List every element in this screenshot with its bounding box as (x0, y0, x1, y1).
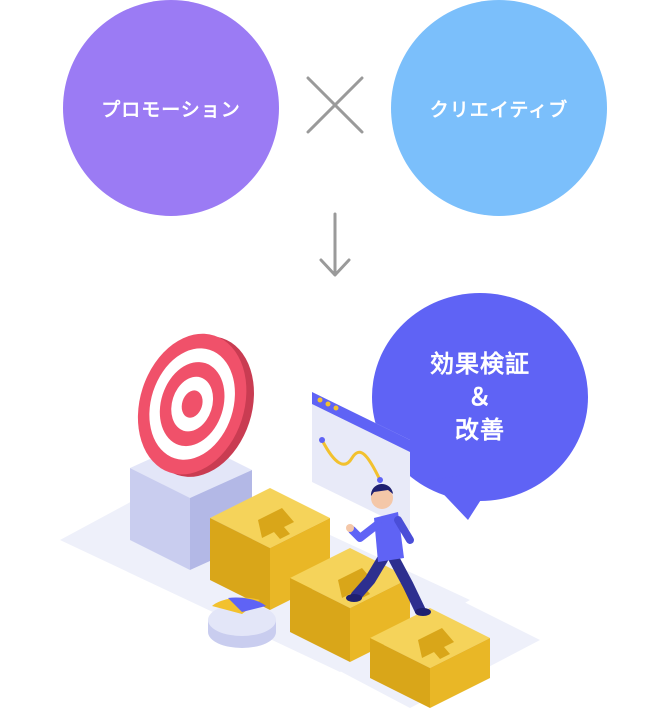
dartboard-target-icon (137, 333, 254, 477)
step-box-1 (210, 488, 330, 610)
climbing-person-icon (346, 483, 431, 616)
creative-circle: クリエイティブ (391, 0, 607, 216)
creative-label: クリエイティブ (429, 98, 569, 121)
pie-chart-icon (208, 597, 276, 648)
bubble-line-2: ＆ (467, 383, 493, 411)
promotion-circle: プロモーション (63, 0, 279, 216)
bubble-text: 効果検証 ＆ 改善 (395, 348, 565, 447)
down-arrow-icon (319, 212, 351, 277)
bubble-line-1: 効果検証 (430, 350, 530, 378)
step-box-3 (370, 608, 490, 708)
arrow-up-steps-icon (210, 488, 490, 708)
multiply-icon (306, 76, 364, 134)
bubble-line-3: 改善 (455, 416, 505, 444)
speech-bubble (372, 293, 588, 520)
promotion-label: プロモーション (101, 98, 241, 121)
